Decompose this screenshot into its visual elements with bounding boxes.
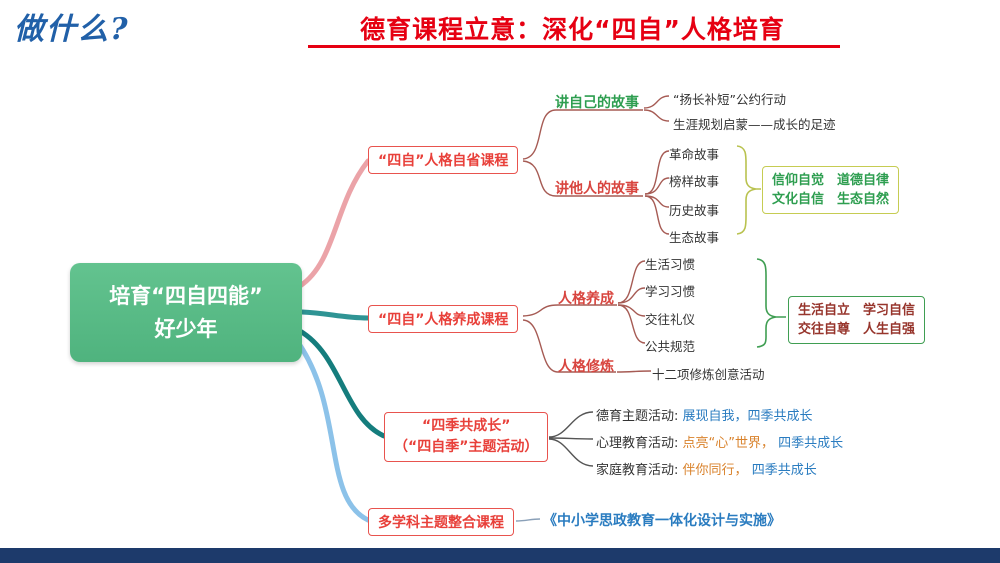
family-activity-part1: 伴你同行， — [682, 463, 748, 478]
bottom-bar — [0, 548, 1000, 563]
branch1-sub-connectors — [522, 95, 670, 235]
branch3-box-line1: “四季共成长” — [422, 418, 511, 434]
branch1-curve — [297, 158, 371, 289]
corner-question: 做什么? — [14, 12, 130, 47]
leaf-study-habit: 学习习惯 — [645, 284, 696, 299]
self-reliance-summary-box: 生活自立 学习自信 交往自尊 人生自强 — [788, 296, 926, 344]
title-underline — [308, 45, 840, 48]
branch4-sub-connector — [515, 518, 541, 522]
cultivation-label: 人格养成 — [558, 291, 614, 307]
branch2-sub-connectors — [522, 260, 652, 373]
page-title: 德育课程立意：深化“四自”人格培育 — [360, 15, 785, 44]
family-activity-row: 家庭教育活动: 伴你同行， 四季共成长 — [596, 459, 817, 478]
leaf-model-story: 榜样故事 — [669, 174, 720, 189]
psych-activity-row: 心理教育活动: 点亮“心”世界， 四季共成长 — [596, 432, 843, 451]
belief-summary-line1: 信仰自觉 道德自律 — [772, 173, 890, 188]
self-reliance-line2: 交往自尊 人生自强 — [798, 322, 916, 337]
leaf-life-habit: 生活习惯 — [645, 257, 696, 272]
branch3-sub-connectors — [548, 411, 594, 467]
branch3-box: “四季共成长” （“四自季”主题活动） — [384, 412, 549, 462]
leaf-career-planning: 生涯规划启蒙——成长的足迹 — [673, 117, 836, 132]
psych-activity-part1: 点亮“心”世界， — [682, 436, 775, 451]
family-activity-part2: 四季共成长 — [751, 463, 817, 478]
branch3-box-line2: （“四自季”主题活动） — [394, 439, 539, 455]
branch2-box: “四自”人格养成课程 — [368, 305, 519, 333]
psych-activity-label: 心理教育活动: — [596, 436, 679, 451]
habits-brace — [756, 258, 786, 348]
leaf-ecology-story: 生态故事 — [669, 230, 720, 245]
book-title: 《中小学思政教育一体化设计与实施》 — [543, 513, 781, 529]
root-line2: 好少年 — [154, 316, 218, 341]
family-activity-label: 家庭教育活动: — [596, 463, 679, 478]
root-line1: 培育“四自四能” — [109, 283, 263, 308]
psych-activity-part2: 四季共成长 — [778, 436, 844, 451]
branch1-box: “四自”人格自省课程 — [368, 146, 519, 174]
self-reliance-line1: 生活自立 学习自信 — [798, 303, 916, 318]
moral-activity-part2: 展现自我，四季共成长 — [682, 409, 813, 424]
belief-summary-box: 信仰自觉 道德自律 文化自信 生态自然 — [762, 166, 900, 214]
practice-label: 人格修炼 — [558, 359, 614, 375]
branch3-curve — [297, 328, 387, 439]
self-story-label: 讲自己的故事 — [555, 95, 639, 111]
leaf-public-norms: 公共规范 — [645, 339, 696, 354]
others-story-label: 讲他人的故事 — [555, 181, 639, 197]
leaf-history-story: 历史故事 — [669, 203, 720, 218]
root-node: 培育“四自四能” 好少年 — [70, 263, 302, 362]
moral-activity-row: 德育主题活动: 展现自我，四季共成长 — [596, 405, 813, 424]
stories-brace — [736, 145, 761, 235]
branch4-curve — [294, 338, 371, 523]
belief-summary-line2: 文化自信 生态自然 — [772, 192, 890, 207]
branch2-curve — [299, 309, 371, 321]
moral-activity-label: 德育主题活动: — [596, 409, 679, 424]
leaf-etiquette: 交往礼仪 — [645, 312, 696, 327]
branch4-box: 多学科主题整合课程 — [368, 508, 514, 536]
leaf-revolution-story: 革命故事 — [669, 147, 720, 162]
leaf-convention-action: “扬长补短”公约行动 — [673, 92, 786, 107]
leaf-twelve-practices: 十二项修炼创意活动 — [652, 367, 765, 382]
